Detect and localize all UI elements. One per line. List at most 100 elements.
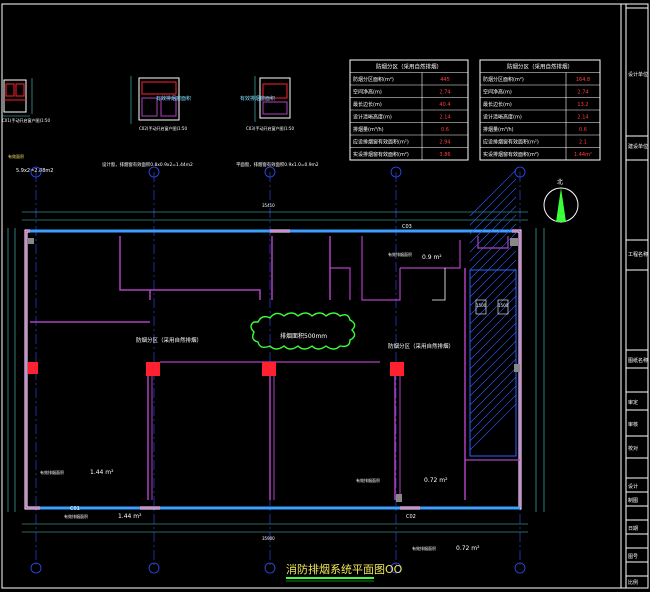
hatch-line bbox=[469, 268, 517, 316]
sidebar-item-date: 日期 bbox=[628, 526, 638, 532]
detail-c03-caption: 有效排烟窗面积 bbox=[240, 95, 275, 102]
detail-c03-tag: C03(手动开启窗户图)1:50 bbox=[246, 125, 294, 131]
table-row-label: 排烟量(m³/h) bbox=[353, 126, 384, 133]
table-row-value: 2.14 bbox=[577, 115, 588, 121]
hatch-line bbox=[469, 304, 517, 352]
table-row-label: 实设排烟窗有效面积(m²) bbox=[353, 151, 409, 158]
table-row-value: 0.6 bbox=[579, 127, 587, 133]
table-row-value: 0.6 bbox=[441, 127, 449, 133]
sidebar-item-design-unit: 设计单位 bbox=[628, 71, 648, 78]
detail-c01-formula: 5.9x2=2.88m2 bbox=[16, 168, 53, 174]
zone-left-label: 防烟分区（采用自然排烟） bbox=[136, 336, 202, 344]
hatch-line bbox=[469, 295, 517, 343]
table-row-value: 2.74 bbox=[577, 90, 588, 96]
table-header: 防烟分区（采用自然排烟） bbox=[376, 63, 442, 71]
axis-bubble bbox=[30, 166, 42, 178]
table-row-label: 设计清晰高度(m) bbox=[353, 114, 392, 121]
window-detail-c01: C01(手动开启窗户图)1:50 有效面积 5.9x2=2.88m2 bbox=[2, 78, 53, 174]
hatch-line bbox=[469, 169, 517, 217]
table-row-label: 设计清晰高度(m) bbox=[483, 114, 522, 121]
hatch-line bbox=[469, 394, 517, 442]
area-top: 0.9 m² bbox=[422, 254, 442, 261]
hatch-line bbox=[469, 241, 517, 289]
detail-c03-formula: 平面窗，排烟窗有效面积0.9x1.0=0.9m2 bbox=[236, 161, 319, 168]
drawing-frame bbox=[1, 3, 649, 589]
north-compass: 北 bbox=[543, 178, 579, 223]
table-row-value: 40.4 bbox=[439, 102, 450, 108]
table-row-label: 最长边长(m) bbox=[483, 101, 512, 108]
area-mid: 0.72 m² bbox=[424, 477, 448, 484]
table-row-value: 3.86 bbox=[439, 152, 450, 158]
sidebar-item-scale: 比例 bbox=[628, 579, 638, 586]
detail-c02-tag: C02(手动开启窗户图)1:50 bbox=[139, 125, 187, 131]
area-bottom-right: 0.72 m² bbox=[456, 545, 480, 552]
hatch-line bbox=[469, 178, 517, 226]
detail-c02-caption: 有效排烟窗面积 bbox=[156, 95, 191, 102]
smoke-zone-table-left: 防烟分区（采用自然排烟）防烟分区面积(m²)445空间净高(m)2.74最长边长… bbox=[349, 59, 469, 161]
table-header: 防烟分区（采用自然排烟） bbox=[507, 63, 573, 71]
table-row-label: 应设排烟窗有效面积(m²) bbox=[353, 139, 409, 146]
drawing-title-text: 消防排烟系统平面图OO bbox=[286, 562, 403, 576]
area-bottom-left: 1.44 m² bbox=[118, 513, 142, 520]
hatch-line bbox=[469, 358, 517, 406]
window-c03-tag: C03 bbox=[402, 224, 412, 230]
axis-bubble bbox=[264, 562, 276, 574]
axis-bubble bbox=[390, 166, 402, 178]
table-row-value: 2.74 bbox=[439, 90, 450, 96]
stair-hatch: 1500 1500 bbox=[469, 169, 520, 457]
axis-bubble bbox=[514, 562, 526, 574]
table-row-label: 排烟量(m³/h) bbox=[483, 126, 514, 133]
zone-right-label: 防烟分区（采用自然排烟） bbox=[388, 342, 454, 350]
hatch-line bbox=[469, 403, 517, 451]
detail-c01-caption: 有效面积 bbox=[8, 153, 24, 159]
axis-bubble bbox=[514, 166, 526, 178]
sidebar-item-approve: 审定 bbox=[628, 399, 638, 406]
hatch-line bbox=[469, 385, 517, 433]
sidebar-item-check: 校对 bbox=[628, 445, 638, 452]
detail-c01-tag: C01(手动开启窗户图)1:50 bbox=[2, 117, 50, 123]
table-row-label: 空间净高(m) bbox=[353, 89, 382, 96]
hatch-line bbox=[469, 259, 517, 307]
sidebar-item-design: 设计 bbox=[628, 483, 638, 490]
smoke-zone-cloud: 排烟面积500mm bbox=[250, 312, 356, 350]
smoke-zone-label: 排烟面积500mm bbox=[280, 332, 327, 340]
window-detail-c02: 有效排烟窗面积 C02(手动开启窗户图)1:50 设计窗，排烟窗有效面积0.8x… bbox=[102, 76, 193, 168]
hatch-line bbox=[469, 286, 517, 334]
axis-bubble bbox=[148, 562, 160, 574]
table-row-value: 2.14 bbox=[439, 115, 450, 121]
note-area-mid: 有效排烟面积 bbox=[356, 477, 380, 483]
table-row-value: 2.1 bbox=[579, 140, 587, 146]
window-c01-tag: C01 bbox=[70, 506, 80, 512]
note-area-left: 有效排烟面积 bbox=[40, 469, 64, 475]
hatch-line bbox=[469, 367, 517, 415]
table-row-label: 实设排烟窗有效面积(m²) bbox=[483, 151, 539, 158]
compass-label: 北 bbox=[557, 178, 563, 186]
hatch-line bbox=[469, 250, 517, 298]
table-row-value: 13.2 bbox=[577, 102, 588, 108]
dim-total-bottom: 35900 bbox=[262, 536, 275, 541]
stair-dim-left: 1500 bbox=[476, 303, 487, 308]
sidebar-item-project: 工程名称 bbox=[628, 251, 648, 258]
sidebar-item-review: 审核 bbox=[628, 421, 638, 428]
window-detail-c03: 有效排烟窗面积 C03(手动开启窗户图)1:50 平面窗，排烟窗有效面积0.9x… bbox=[236, 76, 319, 168]
sidebar-item-draw: 制图 bbox=[628, 497, 638, 504]
table-row-value: 164.8 bbox=[576, 77, 590, 83]
hatch-line bbox=[469, 205, 517, 253]
window-c02-tag: C02 bbox=[406, 514, 416, 520]
table-row-value: 1.44m² bbox=[574, 152, 592, 158]
table-row-label: 空间净高(m) bbox=[483, 89, 512, 96]
hatch-line bbox=[469, 232, 517, 280]
hatch-line bbox=[469, 187, 517, 235]
sidebar-item-number: 图号 bbox=[628, 554, 638, 560]
hatch-line bbox=[469, 223, 517, 271]
table-row-label: 防烟分区面积(m²) bbox=[353, 76, 394, 83]
hatch-line bbox=[469, 331, 517, 379]
table-row-label: 防烟分区面积(m²) bbox=[483, 76, 524, 83]
axis-bubble bbox=[148, 166, 160, 178]
note-area-bottom-left: 有效排烟面积 bbox=[64, 513, 88, 519]
table-row-label: 应设排烟窗有效面积(m²) bbox=[483, 139, 539, 146]
hatch-line bbox=[469, 349, 517, 397]
hatch-line bbox=[469, 322, 517, 370]
hatch-lines bbox=[469, 169, 517, 451]
